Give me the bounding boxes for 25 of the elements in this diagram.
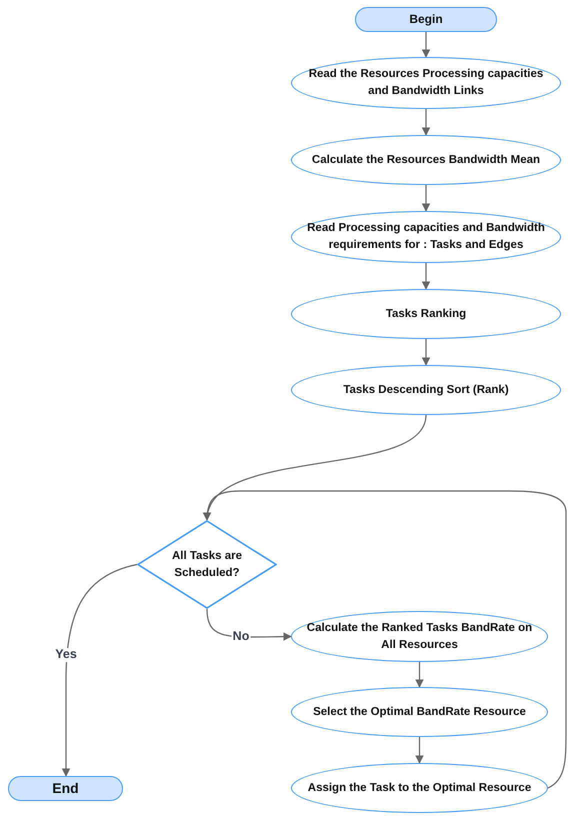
node-label: Tasks Descending Sort (Rank) (343, 382, 509, 398)
arrow (422, 32, 430, 58)
arrow (203, 490, 567, 788)
node-label: Begin (409, 10, 443, 28)
arrow (422, 185, 430, 212)
node-label: Select the Optimal BandRate Resource (313, 704, 526, 720)
arrow (422, 109, 430, 136)
terminal-pill (8, 776, 123, 801)
node-label: Assign the Task to the Optimal Resource (308, 780, 532, 796)
arrow (62, 564, 138, 777)
node-label: All Tasks are Scheduled? (170, 548, 244, 580)
node-label: Tasks Ranking (386, 306, 466, 322)
node-label: End (52, 779, 79, 798)
edge-label: Yes (54, 648, 78, 662)
arrow (422, 339, 430, 366)
node-label: Read the Resources Processing capacities and Bandwidth Links (308, 67, 544, 99)
arrow (415, 662, 424, 688)
node-label: Read Processing capacities and Bandwidth requirements for : Tasks and Edges (306, 221, 546, 253)
arrow (206, 608, 292, 641)
arrow (422, 263, 430, 290)
node-label: Calculate the Resources Bandwidth Mean (312, 152, 540, 168)
arrow (415, 737, 424, 764)
node-label: Calculate the Ranked Tasks BandRate on All Resources (306, 620, 533, 652)
terminal-pill (355, 7, 497, 32)
decision-diamond (137, 520, 277, 609)
